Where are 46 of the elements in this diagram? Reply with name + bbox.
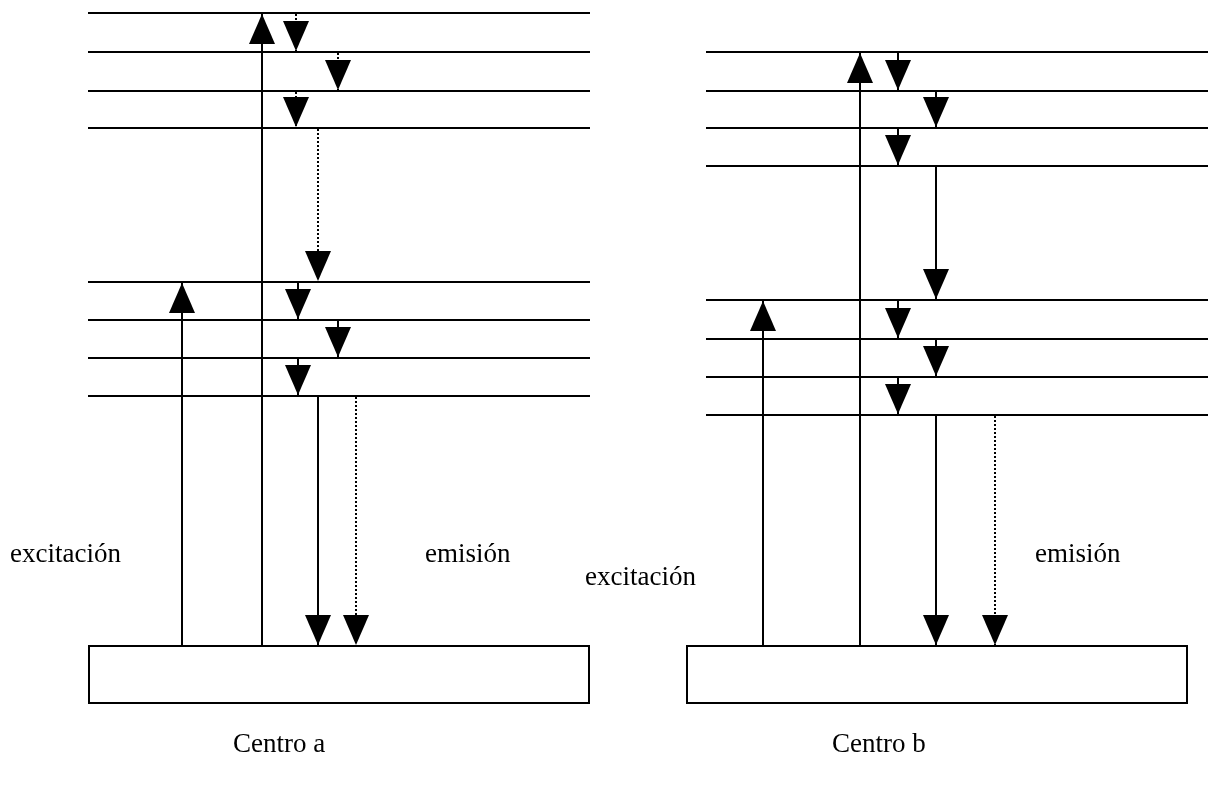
- energy-level-line: [706, 338, 1208, 340]
- energy-level-line: [706, 299, 1208, 301]
- transition-arrow: [923, 339, 949, 377]
- transition-arrow: [325, 320, 351, 358]
- transition-arrow: [249, 13, 275, 646]
- ground-state-box: [686, 645, 1188, 704]
- transition-label: emisión: [1035, 540, 1121, 567]
- transition-arrow: [750, 300, 776, 646]
- transition-arrow: [169, 282, 195, 646]
- transition-arrow: [343, 396, 369, 646]
- energy-level-line: [88, 319, 590, 321]
- transition-arrow: [885, 52, 911, 91]
- energy-level-line: [88, 127, 590, 129]
- transition-arrow: [283, 91, 309, 128]
- transition-arrow: [982, 415, 1008, 646]
- panel-caption: Centro b: [832, 730, 926, 757]
- energy-level-line: [706, 51, 1208, 53]
- energy-level-line: [706, 90, 1208, 92]
- energy-level-line: [706, 376, 1208, 378]
- transition-arrow: [923, 415, 949, 646]
- panel-caption: Centro a: [233, 730, 326, 757]
- energy-level-line: [88, 357, 590, 359]
- transition-arrow: [885, 128, 911, 166]
- transition-label: excitación: [10, 540, 121, 567]
- energy-level-line: [88, 12, 590, 14]
- transition-label: excitación: [585, 563, 696, 590]
- transition-arrow: [325, 52, 351, 91]
- transition-arrow: [885, 377, 911, 415]
- transition-arrow: [923, 91, 949, 128]
- transition-arrow: [285, 358, 311, 396]
- energy-level-line: [88, 281, 590, 283]
- transition-arrow: [847, 52, 873, 646]
- transition-arrow: [283, 13, 309, 52]
- transition-arrow: [285, 282, 311, 320]
- transition-arrow: [305, 128, 331, 282]
- transition-arrow: [923, 166, 949, 300]
- transition-arrow: [305, 396, 331, 646]
- energy-level-line: [706, 165, 1208, 167]
- transition-label: emisión: [425, 540, 511, 567]
- energy-level-line: [88, 395, 590, 397]
- ground-state-box: [88, 645, 590, 704]
- energy-level-line: [706, 127, 1208, 129]
- energy-level-line: [88, 51, 590, 53]
- energy-level-line: [706, 414, 1208, 416]
- transition-arrow: [885, 300, 911, 339]
- energy-level-line: [88, 90, 590, 92]
